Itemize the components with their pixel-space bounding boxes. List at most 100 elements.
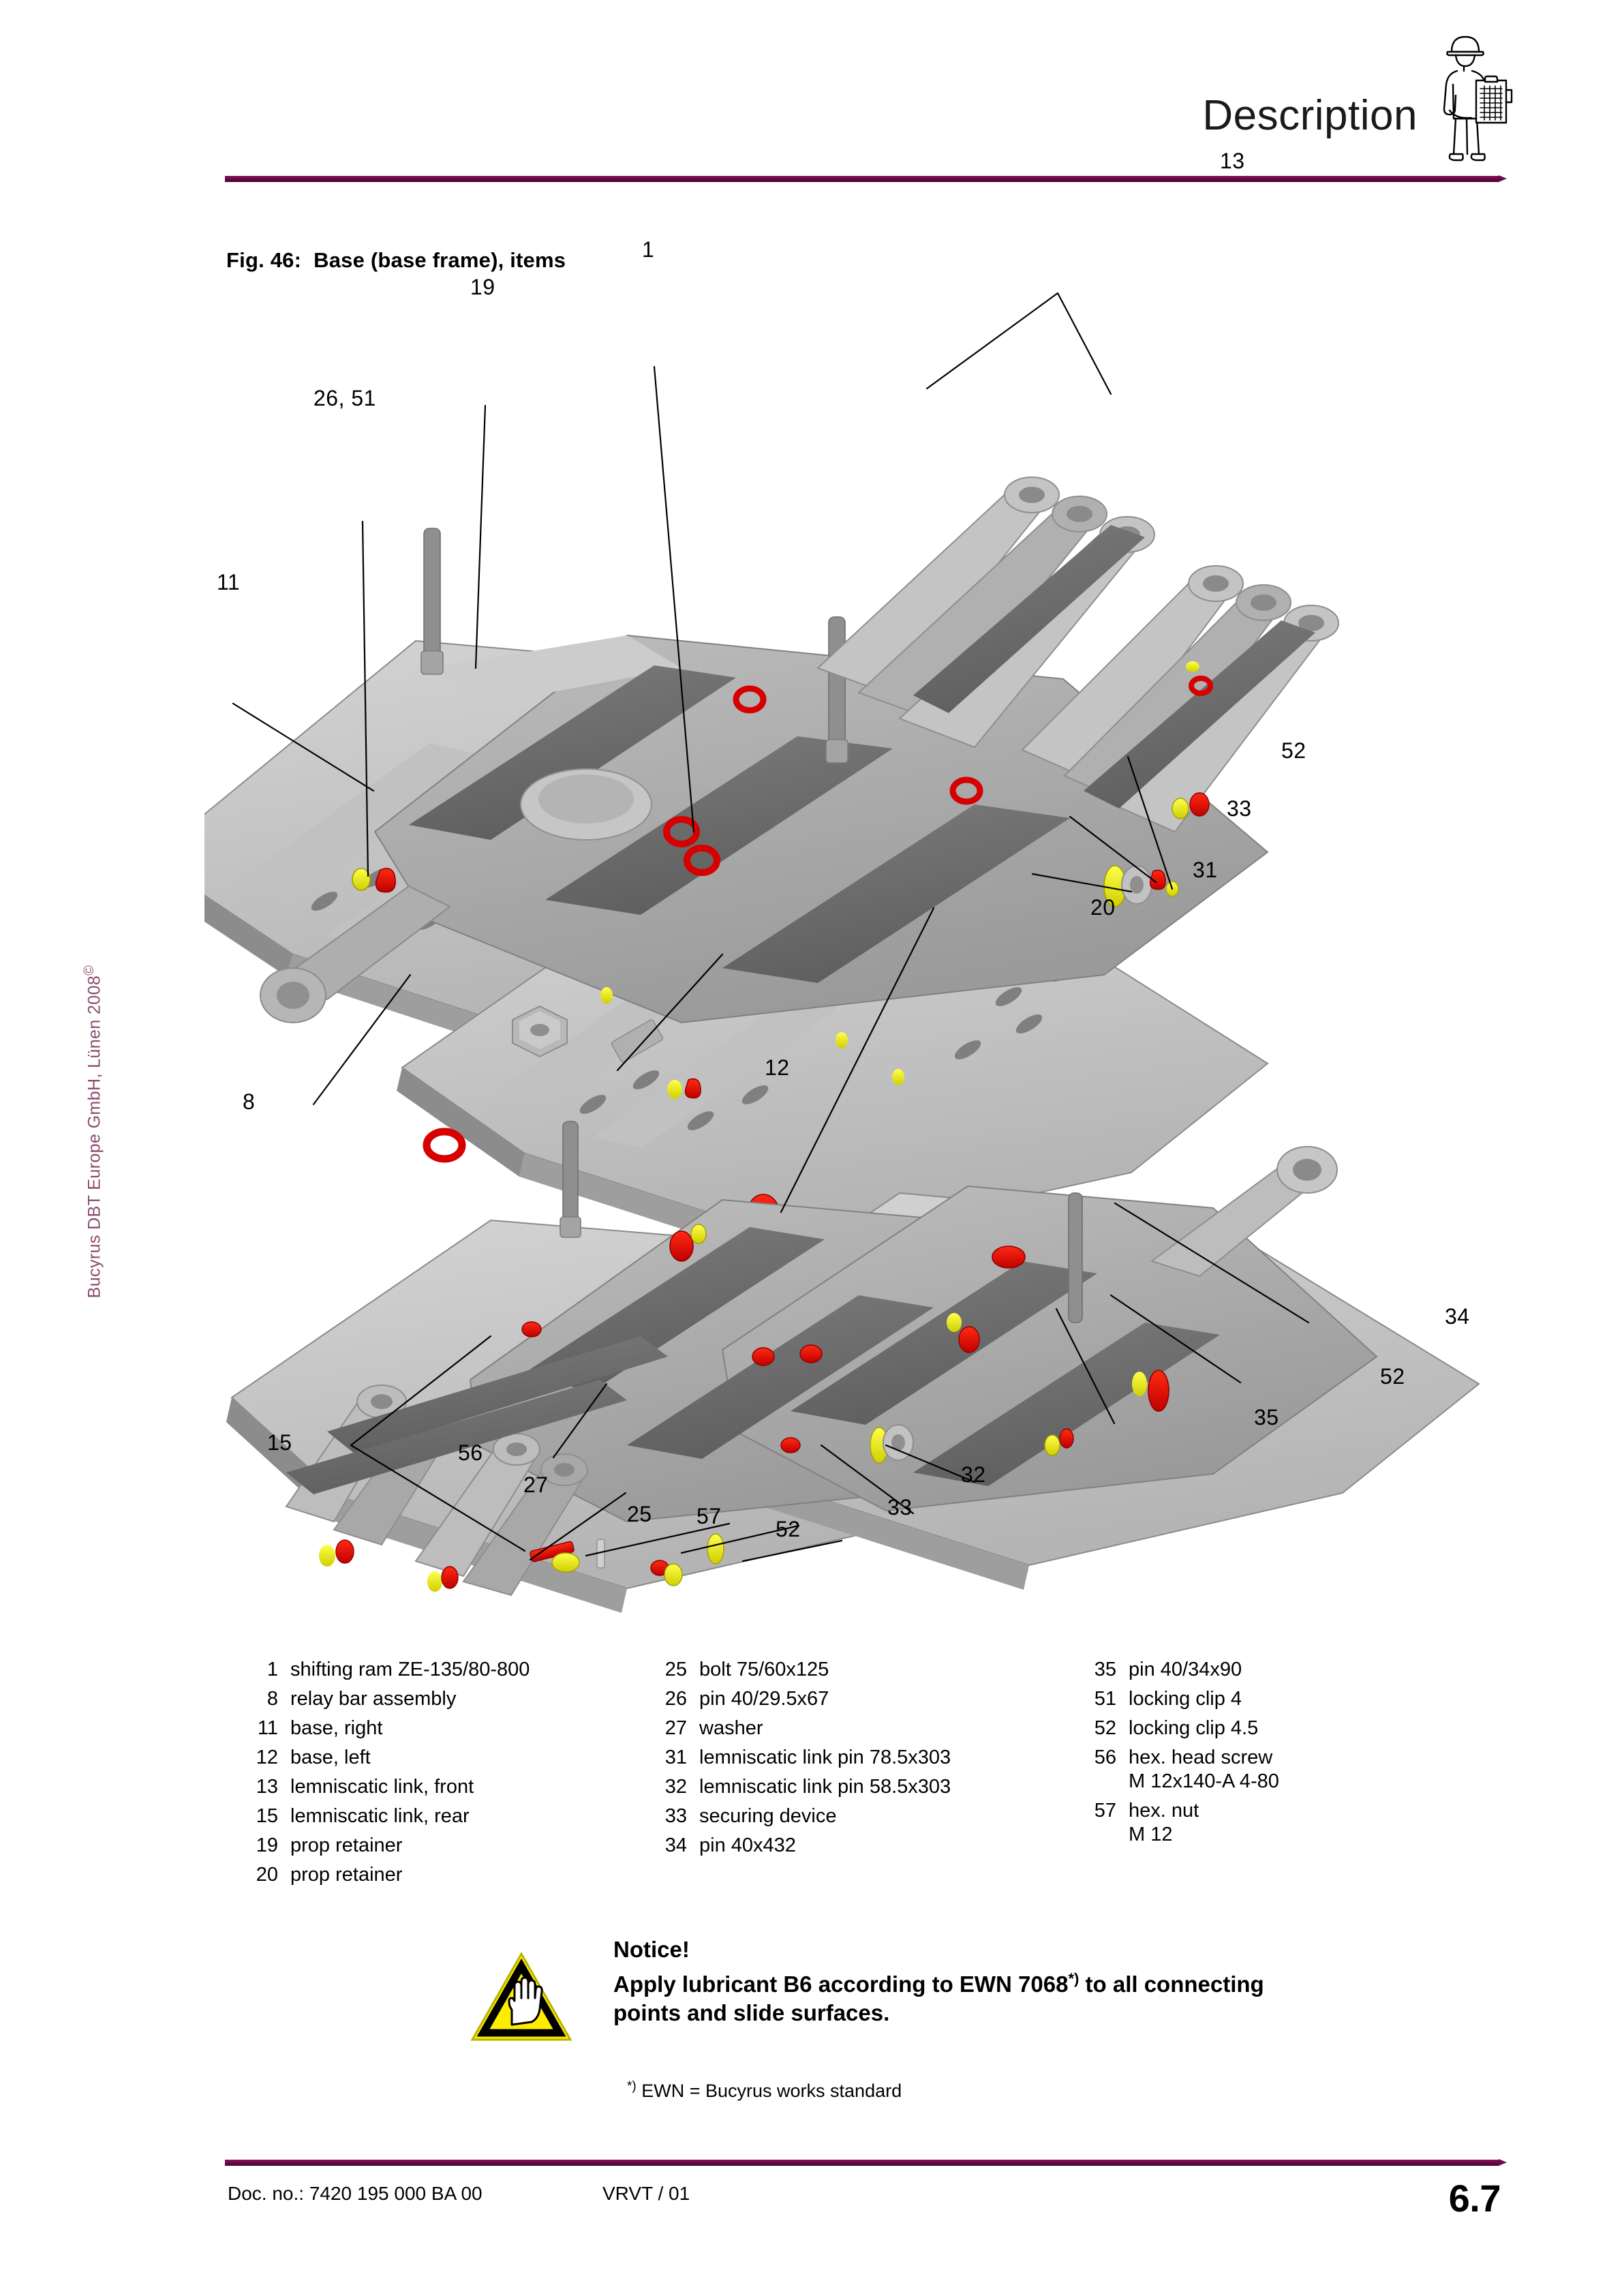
legend-item-label: pin 40/29.5x67 [699, 1688, 829, 1710]
legend-item-number: 57 [1094, 1800, 1116, 1822]
technical-illustration: 13 1 19 26, 51 11 52 33 31 20 12 8 34 52… [204, 150, 1499, 1643]
callout-13: 13 [1220, 149, 1245, 173]
hex-boss [512, 1005, 568, 1058]
legend-item: 35 pin 40/34x90 [1077, 1658, 1431, 1682]
callout-20: 20 [1090, 895, 1116, 920]
legend-item-label: locking clip 4 [1129, 1688, 1242, 1710]
document-number: Doc. no.: 7420 195 000 BA 00 [228, 2183, 483, 2204]
notice-footnote: *) EWN = Bucyrus works standard [627, 2079, 902, 2102]
callout-32: 32 [961, 1462, 986, 1487]
legend-item-label: base, left [290, 1747, 371, 1768]
legend-item-label: lemniscatic link, rear [290, 1805, 470, 1827]
header-divider [225, 175, 1507, 182]
locking-clips-and-pins-lower [319, 1224, 1169, 1592]
figure-caption: Fig. 46:Base (base frame), items [226, 248, 566, 273]
page-header: Description [0, 0, 1622, 198]
legend-item-number: 26 [664, 1688, 687, 1710]
legend-item-label: securing device [699, 1805, 837, 1827]
legend-item-number: 19 [256, 1834, 278, 1856]
lemniscatic-links-rear [285, 1146, 1338, 1597]
legend-item-number: 25 [664, 1659, 687, 1680]
legend-item: 26 pin 40/29.5x67 [647, 1687, 1056, 1711]
legend-item: 34 pin 40x432 [647, 1834, 1056, 1858]
legend-item-number: 1 [266, 1659, 278, 1680]
notice-footnote-symbol: *) [627, 2079, 637, 2094]
callout-57: 57 [697, 1504, 722, 1528]
legend-item-number: 51 [1094, 1688, 1116, 1710]
legend-item-label-line1: hex. nut [1129, 1800, 1199, 1822]
notice-message-part1: Apply lubricant B6 according to EWN 7068 [613, 1972, 1069, 1997]
lemniscatic-links-front [816, 477, 1339, 833]
callout-56: 56 [458, 1440, 483, 1465]
legend-item-label-line2: M 12x140-A 4-80 [1129, 1770, 1279, 1792]
callout-27: 27 [523, 1472, 549, 1497]
lower-base-frame-assembly [226, 1121, 1480, 1613]
copyright-notice: Bucyrus DBT Europe GmbH, Lünen 2008© [82, 965, 104, 1299]
legend-item-label: pin 40x432 [699, 1834, 796, 1856]
notice-text-block: Notice! Apply lubricant B6 according to … [613, 1936, 1499, 2027]
page-number: 6.7 [1448, 2177, 1501, 2220]
callout-33-lower: 33 [887, 1495, 913, 1520]
callout-35: 35 [1254, 1405, 1279, 1430]
callout-34: 34 [1445, 1304, 1470, 1329]
callout-19: 19 [470, 275, 495, 299]
callout-52-lower: 52 [776, 1517, 801, 1541]
legend-item-label: base, right [290, 1717, 383, 1739]
footer-divider [225, 2159, 1507, 2166]
callout-25: 25 [627, 1502, 652, 1526]
relay-bar-assembly [260, 885, 451, 1023]
callout-26-51: 26, 51 [313, 386, 376, 410]
copyright-text: Bucyrus DBT Europe GmbH, Lünen 2008 [85, 975, 104, 1299]
callout-11: 11 [217, 570, 241, 594]
legend-item: 19 prop retainer [239, 1834, 620, 1858]
base-frame-exploded-view [204, 292, 1480, 1613]
legend-item-number: 34 [664, 1834, 687, 1856]
legend-item-number: 11 [257, 1717, 278, 1739]
legend-item-number: 35 [1094, 1659, 1116, 1680]
legend-item-number: 15 [256, 1805, 278, 1827]
notice-message-line2: points and slide surfaces. [613, 2000, 890, 2025]
legend-item-label: locking clip 4.5 [1129, 1717, 1259, 1739]
callout-31: 31 [1193, 858, 1218, 882]
notice-title: Notice! [613, 1937, 690, 1962]
bolt-washer-nut-group [530, 1533, 724, 1586]
page-title: Description [1202, 92, 1418, 139]
clip-group-33-31-52 [1103, 865, 1179, 907]
lower-central-bodies [469, 1185, 1378, 1523]
copyright-symbol: © [82, 965, 97, 976]
legend-item-number: 8 [266, 1688, 278, 1710]
legend-item-label: lemniscatic link, front [290, 1776, 474, 1798]
notice-message-part2: to all connecting [1079, 1972, 1264, 1997]
legend-item-label: prop retainer [290, 1834, 403, 1856]
callout-leader-lines [232, 292, 1310, 1562]
legend-item-label: bolt 75/60x125 [699, 1659, 829, 1680]
callout-8: 8 [243, 1089, 256, 1114]
legend-item-label: pin 40/34x90 [1129, 1659, 1242, 1680]
legend-item-number: 27 [664, 1717, 687, 1739]
figure-title: Base (base frame), items [313, 248, 566, 272]
legend-item: 25 bolt 75/60x125 [647, 1658, 1056, 1682]
legend-item-number: 56 [1094, 1747, 1116, 1768]
legend-item-number: 32 [664, 1776, 687, 1798]
legend-item: 51 locking clip 4 [1077, 1687, 1431, 1711]
warning-hand-triangle-icon [470, 1951, 572, 2041]
callout-12: 12 [765, 1055, 790, 1080]
callout-1: 1 [642, 237, 655, 262]
legend-item: 11 base, right [239, 1717, 620, 1740]
